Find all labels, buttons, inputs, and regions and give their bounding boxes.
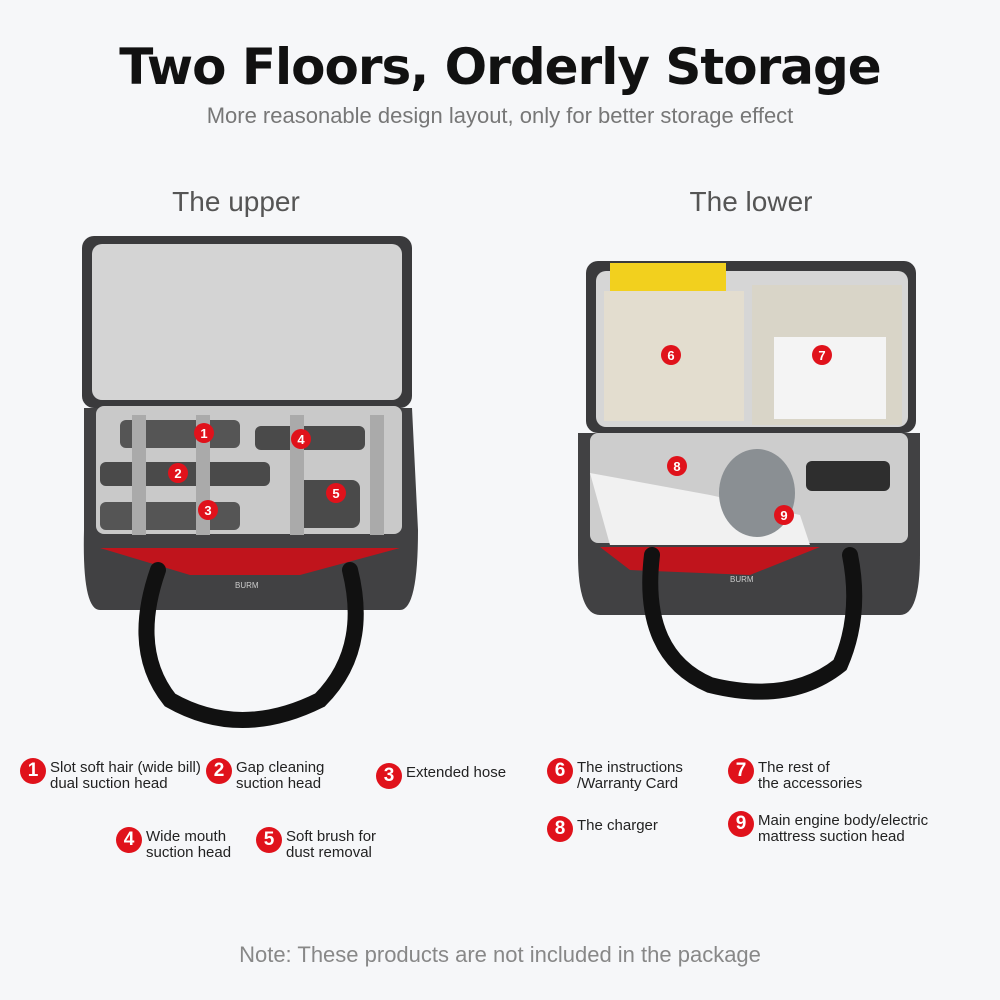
svg-text:BURM: BURM xyxy=(730,575,754,584)
legend-text: mattress suction head xyxy=(758,828,905,845)
brand-logo: BURM xyxy=(235,581,259,590)
marker-1: 1 xyxy=(194,423,214,443)
number-badge: 6 xyxy=(547,758,573,784)
svg-text:7: 7 xyxy=(818,348,825,363)
marker-5: 5 xyxy=(326,483,346,503)
svg-text:8: 8 xyxy=(673,459,680,474)
upper-bag-image: BURM 1 2 3 4 5 xyxy=(82,236,419,728)
number-badge: 8 xyxy=(547,816,573,842)
legend-text: Extended hose xyxy=(406,764,507,781)
legend-text: the accessories xyxy=(758,775,863,792)
legend-text: suction head xyxy=(236,775,322,792)
marker-4: 4 xyxy=(291,429,311,449)
number-badge: 1 xyxy=(20,758,46,784)
marker-7: 7 xyxy=(812,345,832,365)
legend-text: Gap cleaning xyxy=(236,759,325,776)
marker-2: 2 xyxy=(168,463,188,483)
legend-text: The charger xyxy=(577,817,658,834)
legend-text: dust removal xyxy=(286,844,372,861)
svg-text:1: 1 xyxy=(200,426,207,441)
svg-text:6: 6 xyxy=(667,348,674,363)
legend-text: suction head xyxy=(146,844,232,861)
marker-8: 8 xyxy=(667,456,687,476)
number-badge: 3 xyxy=(376,763,402,789)
legend-text: Soft brush for xyxy=(286,828,377,845)
page-subtitle: More reasonable design layout, only for … xyxy=(206,103,794,128)
marker-6: 6 xyxy=(661,345,681,365)
disclaimer-note: Note: These products are not included in… xyxy=(239,942,761,967)
svg-text:5: 5 xyxy=(332,486,339,501)
legend-text: Wide mouth xyxy=(146,828,227,845)
number-badge: 7 xyxy=(728,758,754,784)
legend-text: Main engine body/electric xyxy=(758,812,929,829)
svg-text:9: 9 xyxy=(780,508,787,523)
svg-text:3: 3 xyxy=(204,503,211,518)
number-badge: 4 xyxy=(116,827,142,853)
number-badge: 9 xyxy=(728,811,754,837)
legend-text: dual suction head xyxy=(50,775,168,792)
page-title: Two Floors, Orderly Storage xyxy=(119,38,881,96)
lower-bag-image: BURM 6 7 8 9 xyxy=(578,261,920,700)
legend-text: The instructions xyxy=(577,759,683,776)
svg-text:2: 2 xyxy=(174,466,181,481)
number-badge: 2 xyxy=(206,758,232,784)
svg-text:4: 4 xyxy=(297,432,305,447)
marker-9: 9 xyxy=(774,505,794,525)
number-badge: 5 xyxy=(256,827,282,853)
legend-text: /Warranty Card xyxy=(577,775,679,792)
legend-text: The rest of xyxy=(758,759,830,776)
legend-text: Slot soft hair (wide bill) xyxy=(50,759,201,776)
upper-label: The upper xyxy=(172,186,300,217)
marker-3: 3 xyxy=(198,500,218,520)
lower-label: The lower xyxy=(689,186,813,217)
